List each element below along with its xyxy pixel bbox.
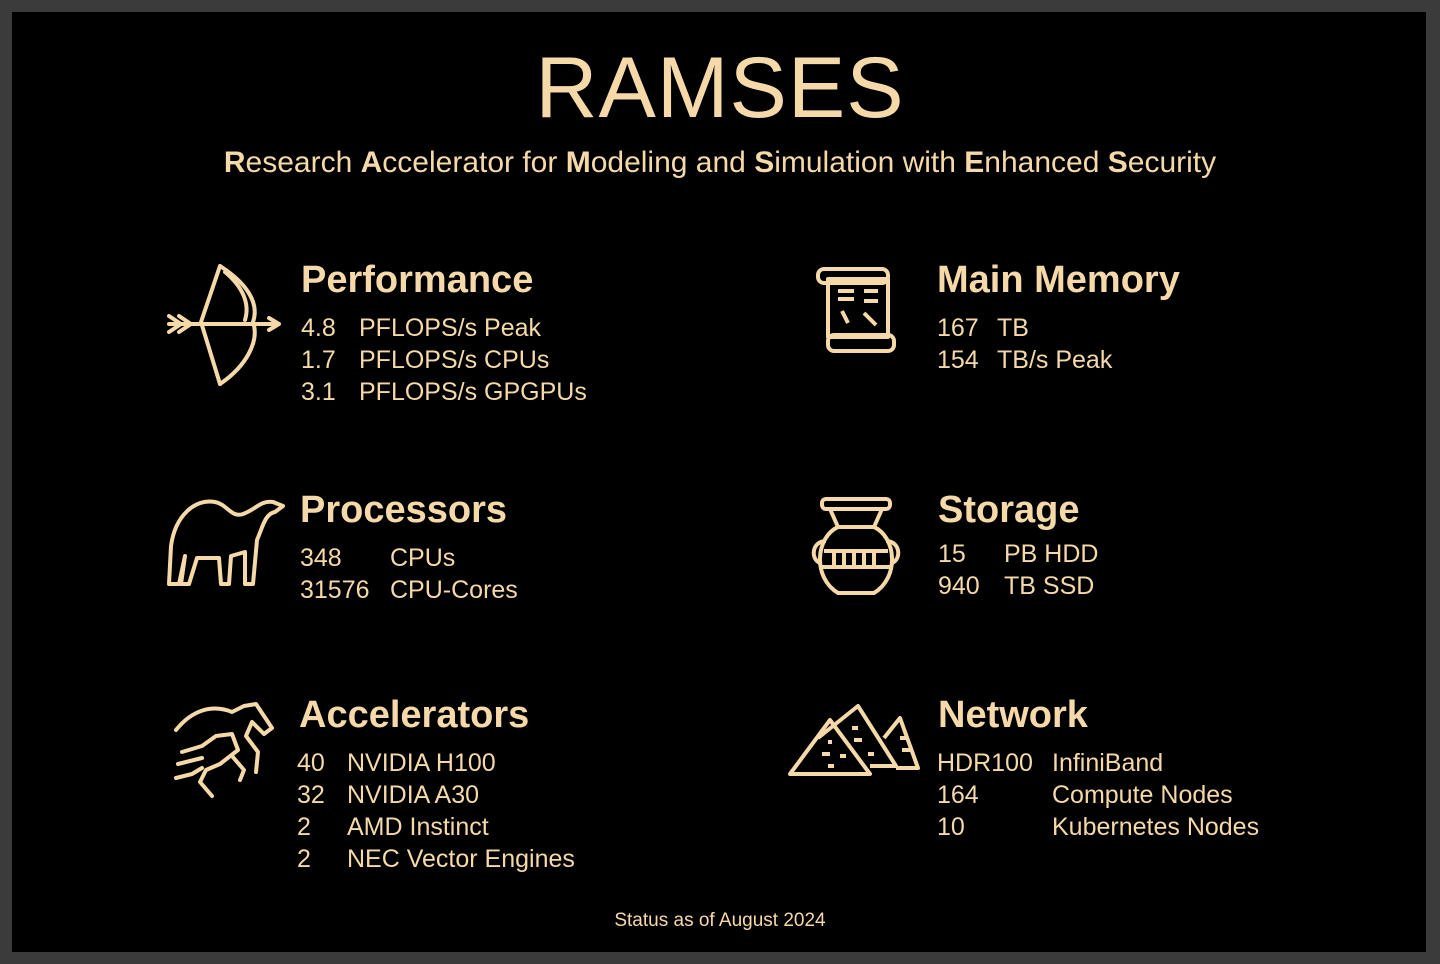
label: PFLOPS/s GPGPUs	[359, 378, 587, 406]
value: 3.1	[301, 378, 336, 406]
value: 32	[297, 781, 325, 809]
label: Kubernetes Nodes	[1052, 813, 1260, 841]
processors-row: 31576 CPU-Cores	[300, 574, 518, 606]
status-footer: Status as of August 2024	[614, 910, 826, 931]
subtitle-word: ecurity	[1127, 146, 1217, 179]
label: TB/s Peak	[997, 346, 1113, 374]
value: 1.7	[301, 346, 336, 374]
label: TB	[997, 314, 1029, 342]
label: PFLOPS/s Peak	[359, 314, 542, 342]
subtitle-word: nhanced	[984, 146, 1108, 179]
value: 15	[938, 540, 966, 568]
bow-and-arrow-icon	[165, 262, 285, 388]
storage-row: 15 PB HDD	[938, 538, 1098, 570]
performance-row: 3.1 PFLOPS/s GPGPUs	[301, 376, 587, 408]
horses-icon	[172, 700, 278, 802]
network-row: 10 Kubernetes Nodes	[937, 811, 1259, 843]
value: 940	[938, 572, 980, 600]
accelerators-row: 2 NEC Vector Engines	[297, 843, 575, 875]
performance-heading: Performance	[301, 259, 534, 301]
value: 164	[937, 781, 979, 809]
label: AMD Instinct	[347, 813, 489, 841]
subtitle-word: esearch	[245, 146, 361, 179]
value: 10	[937, 813, 965, 841]
label: NVIDIA H100	[347, 749, 496, 777]
accelerators-heading: Accelerators	[299, 694, 530, 736]
value: 40	[297, 749, 325, 777]
value: 2	[297, 813, 311, 841]
memory-row: 167 TB	[937, 312, 1180, 344]
label: NEC Vector Engines	[347, 845, 575, 873]
label: PFLOPS/s CPUs	[359, 346, 550, 374]
performance-row: 4.8 PFLOPS/s Peak	[301, 312, 587, 344]
memory-heading: Main Memory	[937, 259, 1180, 301]
pyramids-icon	[788, 704, 920, 778]
performance-row: 1.7 PFLOPS/s CPUs	[301, 344, 587, 376]
network-section: Network HDR100 InfiniBand 164 Compute Node…	[937, 693, 1259, 843]
subtitle-word: odeling and	[590, 146, 755, 179]
label: CPU-Cores	[390, 576, 518, 604]
value: 154	[937, 346, 979, 374]
value: 31576	[300, 576, 370, 604]
label: CPUs	[390, 544, 456, 572]
label: InfiniBand	[1052, 749, 1164, 777]
amphora-icon	[808, 497, 904, 597]
storage-heading: Storage	[938, 489, 1080, 531]
subtitle-initial: R	[223, 146, 246, 179]
storage-section: Storage 15 PB HDD 940 TB SSD	[938, 488, 1098, 602]
accelerators-row: 32 NVIDIA A30	[297, 779, 575, 811]
network-row: 164 Compute Nodes	[937, 779, 1259, 811]
processors-heading: Processors	[300, 489, 508, 531]
camel-icon	[165, 496, 287, 588]
page-title: RAMSES	[535, 40, 905, 136]
value: HDR100	[937, 749, 1033, 777]
label: TB SSD	[1004, 572, 1095, 600]
processors-row: 348 CPUs	[300, 542, 518, 574]
label: PB HDD	[1004, 540, 1099, 568]
label: NVIDIA A30	[347, 781, 480, 809]
label: Compute Nodes	[1052, 781, 1233, 809]
memory-row: 154 TB/s Peak	[937, 344, 1180, 376]
value: 348	[300, 544, 342, 572]
subtitle: Research Accelerator for Modeling and Si…	[0, 143, 1440, 183]
subtitle-word: imulation with	[774, 146, 965, 179]
accelerators-row: 2 AMD Instinct	[297, 811, 575, 843]
value: 2	[297, 845, 311, 873]
subtitle-initial: A	[360, 146, 383, 179]
papyrus-scroll-icon	[812, 265, 898, 355]
network-heading: Network	[938, 694, 1088, 736]
value: 4.8	[301, 314, 336, 342]
subtitle-initial: S	[1107, 146, 1128, 179]
slide-background	[12, 12, 1426, 952]
processors-section: Processors 348 CPUs 31576 CPU-Cores	[300, 488, 518, 606]
storage-row: 940 TB SSD	[938, 570, 1098, 602]
network-row: HDR100 InfiniBand	[937, 747, 1259, 779]
value: 167	[937, 314, 979, 342]
subtitle-initial: S	[754, 146, 775, 179]
accelerators-row: 40 NVIDIA H100	[297, 747, 575, 779]
subtitle-initial: E	[964, 146, 985, 179]
memory-section: Main Memory 167 TB 154 TB/s Peak	[937, 258, 1180, 376]
subtitle-word: ccelerator for	[382, 146, 566, 179]
subtitle-initial: M	[565, 146, 591, 179]
